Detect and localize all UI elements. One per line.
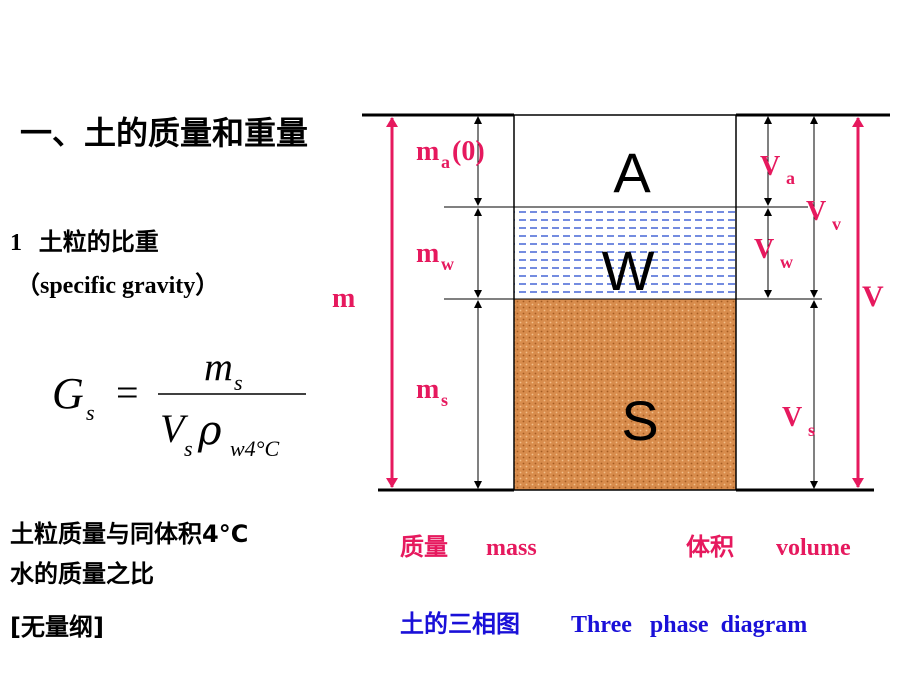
water-mass-label: m w xyxy=(416,238,454,274)
svg-text:(0): (0) xyxy=(452,136,485,167)
air-mass-label: m a (0) xyxy=(416,136,485,172)
phase-a-label: A xyxy=(613,141,651,204)
mass-caption: 质量 mass xyxy=(400,533,537,561)
section-subtitle: （specific gravity） xyxy=(16,273,220,299)
svg-text:a: a xyxy=(786,168,795,188)
svg-text:w: w xyxy=(441,254,454,274)
svg-text:w: w xyxy=(780,252,793,272)
svg-text:s: s xyxy=(441,390,448,410)
formula-lhs: G xyxy=(52,369,84,418)
section-title-text: 土粒的比重 xyxy=(38,228,159,256)
specific-gravity-formula: G s = m s V s ρ w4°C xyxy=(52,344,306,461)
container-outline xyxy=(513,114,737,491)
formula-equals: = xyxy=(116,370,139,415)
water-phase-block xyxy=(514,207,736,299)
formula-denominator-v-sub: s xyxy=(184,436,193,461)
total-mass-label: m xyxy=(332,283,355,314)
formula-lhs-sub: s xyxy=(86,400,95,425)
air-volume-label: V a xyxy=(760,151,795,188)
svg-text:V: V xyxy=(782,402,802,433)
phase-s-label: S xyxy=(621,389,658,452)
svg-text:Three phase diagram: Three phase diagram xyxy=(571,612,807,638)
air-phase-block xyxy=(514,115,736,207)
svg-text:m: m xyxy=(416,374,439,405)
svg-text:m: m xyxy=(416,136,439,167)
svg-text:volume: volume xyxy=(776,535,851,561)
svg-text:v: v xyxy=(832,214,841,234)
total-volume-label: V xyxy=(862,280,884,313)
phase-w-label: W xyxy=(602,239,655,302)
void-volume-label: V v xyxy=(806,196,841,234)
formula-rho: ρ xyxy=(197,408,222,454)
svg-text:s: s xyxy=(808,420,815,440)
formula-numerator-sub: s xyxy=(234,370,243,395)
formula-rho-sub: w4°C xyxy=(230,436,279,461)
volume-caption: 体积 volume xyxy=(686,533,851,561)
svg-text:V: V xyxy=(806,196,826,227)
svg-text:mass: mass xyxy=(486,535,537,561)
diagram-caption: 土的三相图 Three phase diagram xyxy=(400,610,807,638)
svg-text:V: V xyxy=(760,151,780,182)
solid-phase-block xyxy=(514,299,736,490)
svg-text:质量: 质量 xyxy=(400,533,448,561)
svg-text:a: a xyxy=(441,152,450,172)
svg-text:V: V xyxy=(754,234,774,265)
dimensionless-note: [无量纲] xyxy=(10,613,104,641)
solid-volume-label: V s xyxy=(782,402,815,440)
svg-text:土的三相图: 土的三相图 xyxy=(400,610,520,638)
water-volume-label: V w xyxy=(754,234,793,272)
page-title: 一、土的质量和重量 xyxy=(20,114,309,152)
solid-mass-label: m s xyxy=(416,374,448,410)
svg-text:体积: 体积 xyxy=(686,533,734,561)
formula-denominator-v: V xyxy=(160,406,189,451)
section-title: 1 土粒的比重 xyxy=(10,222,159,257)
description-line-2: 水的质量之比 xyxy=(10,560,154,588)
description-line-1: 土粒质量与同体积4°C xyxy=(10,520,249,548)
svg-text:m: m xyxy=(416,238,439,269)
section-number: 1 xyxy=(10,230,22,256)
formula-numerator: m xyxy=(204,344,233,389)
